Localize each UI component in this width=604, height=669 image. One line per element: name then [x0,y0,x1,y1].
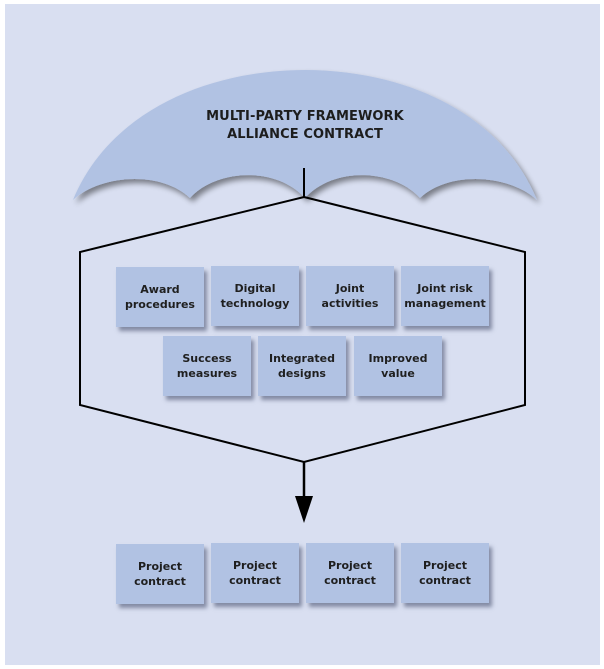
framework-hexagon [79,195,526,464]
contract-line: contract [229,574,281,587]
framework-item-improved-value: Improved value [354,336,442,396]
framework-item-integrated-designs: Integrated designs [258,336,346,396]
item-line: Improved [368,352,428,365]
title-line-2: ALLIANCE CONTRACT [227,127,383,142]
item-line: Award [140,283,180,296]
framework-item-award-procedures: Award procedures [116,267,204,327]
contract-line: Project [232,559,278,572]
contract-line: contract [134,575,186,588]
item-line: Digital [234,282,276,295]
item-line: technology [220,297,290,310]
item-line: Integrated [269,352,335,365]
item-line: measures [176,367,238,380]
umbrella-canopy [73,70,537,200]
item-line: procedures [125,298,195,311]
title-line-1: MULTI-PARTY FRAMEWORK [206,109,404,124]
arrow-head [295,496,313,523]
project-contract-3: Project contract [306,543,394,603]
item-line: Joint [335,282,365,295]
framework-item-joint-risk-management: Joint risk management [401,266,489,326]
contract-line: Project [137,560,183,573]
framework-item-success-measures: Success measures [163,336,251,396]
item-line: management [404,297,486,310]
contract-line: Project [422,559,468,572]
item-line: Joint risk [417,282,473,295]
project-contract-1: Project contract [116,544,204,604]
item-line: Success [182,352,232,365]
item-line: activities [321,297,379,310]
contract-line: contract [419,574,471,587]
project-contract-4: Project contract [401,543,489,603]
contract-line: contract [324,574,376,587]
framework-item-digital-technology: Digital technology [211,266,299,326]
item-line: designs [278,367,326,380]
project-contract-2: Project contract [211,543,299,603]
contract-line: Project [327,559,373,572]
framework-title: MULTI-PARTY FRAMEWORK ALLIANCE CONTRACT [150,108,460,144]
framework-item-joint-activities: Joint activities [306,266,394,326]
item-line: value [381,367,415,380]
